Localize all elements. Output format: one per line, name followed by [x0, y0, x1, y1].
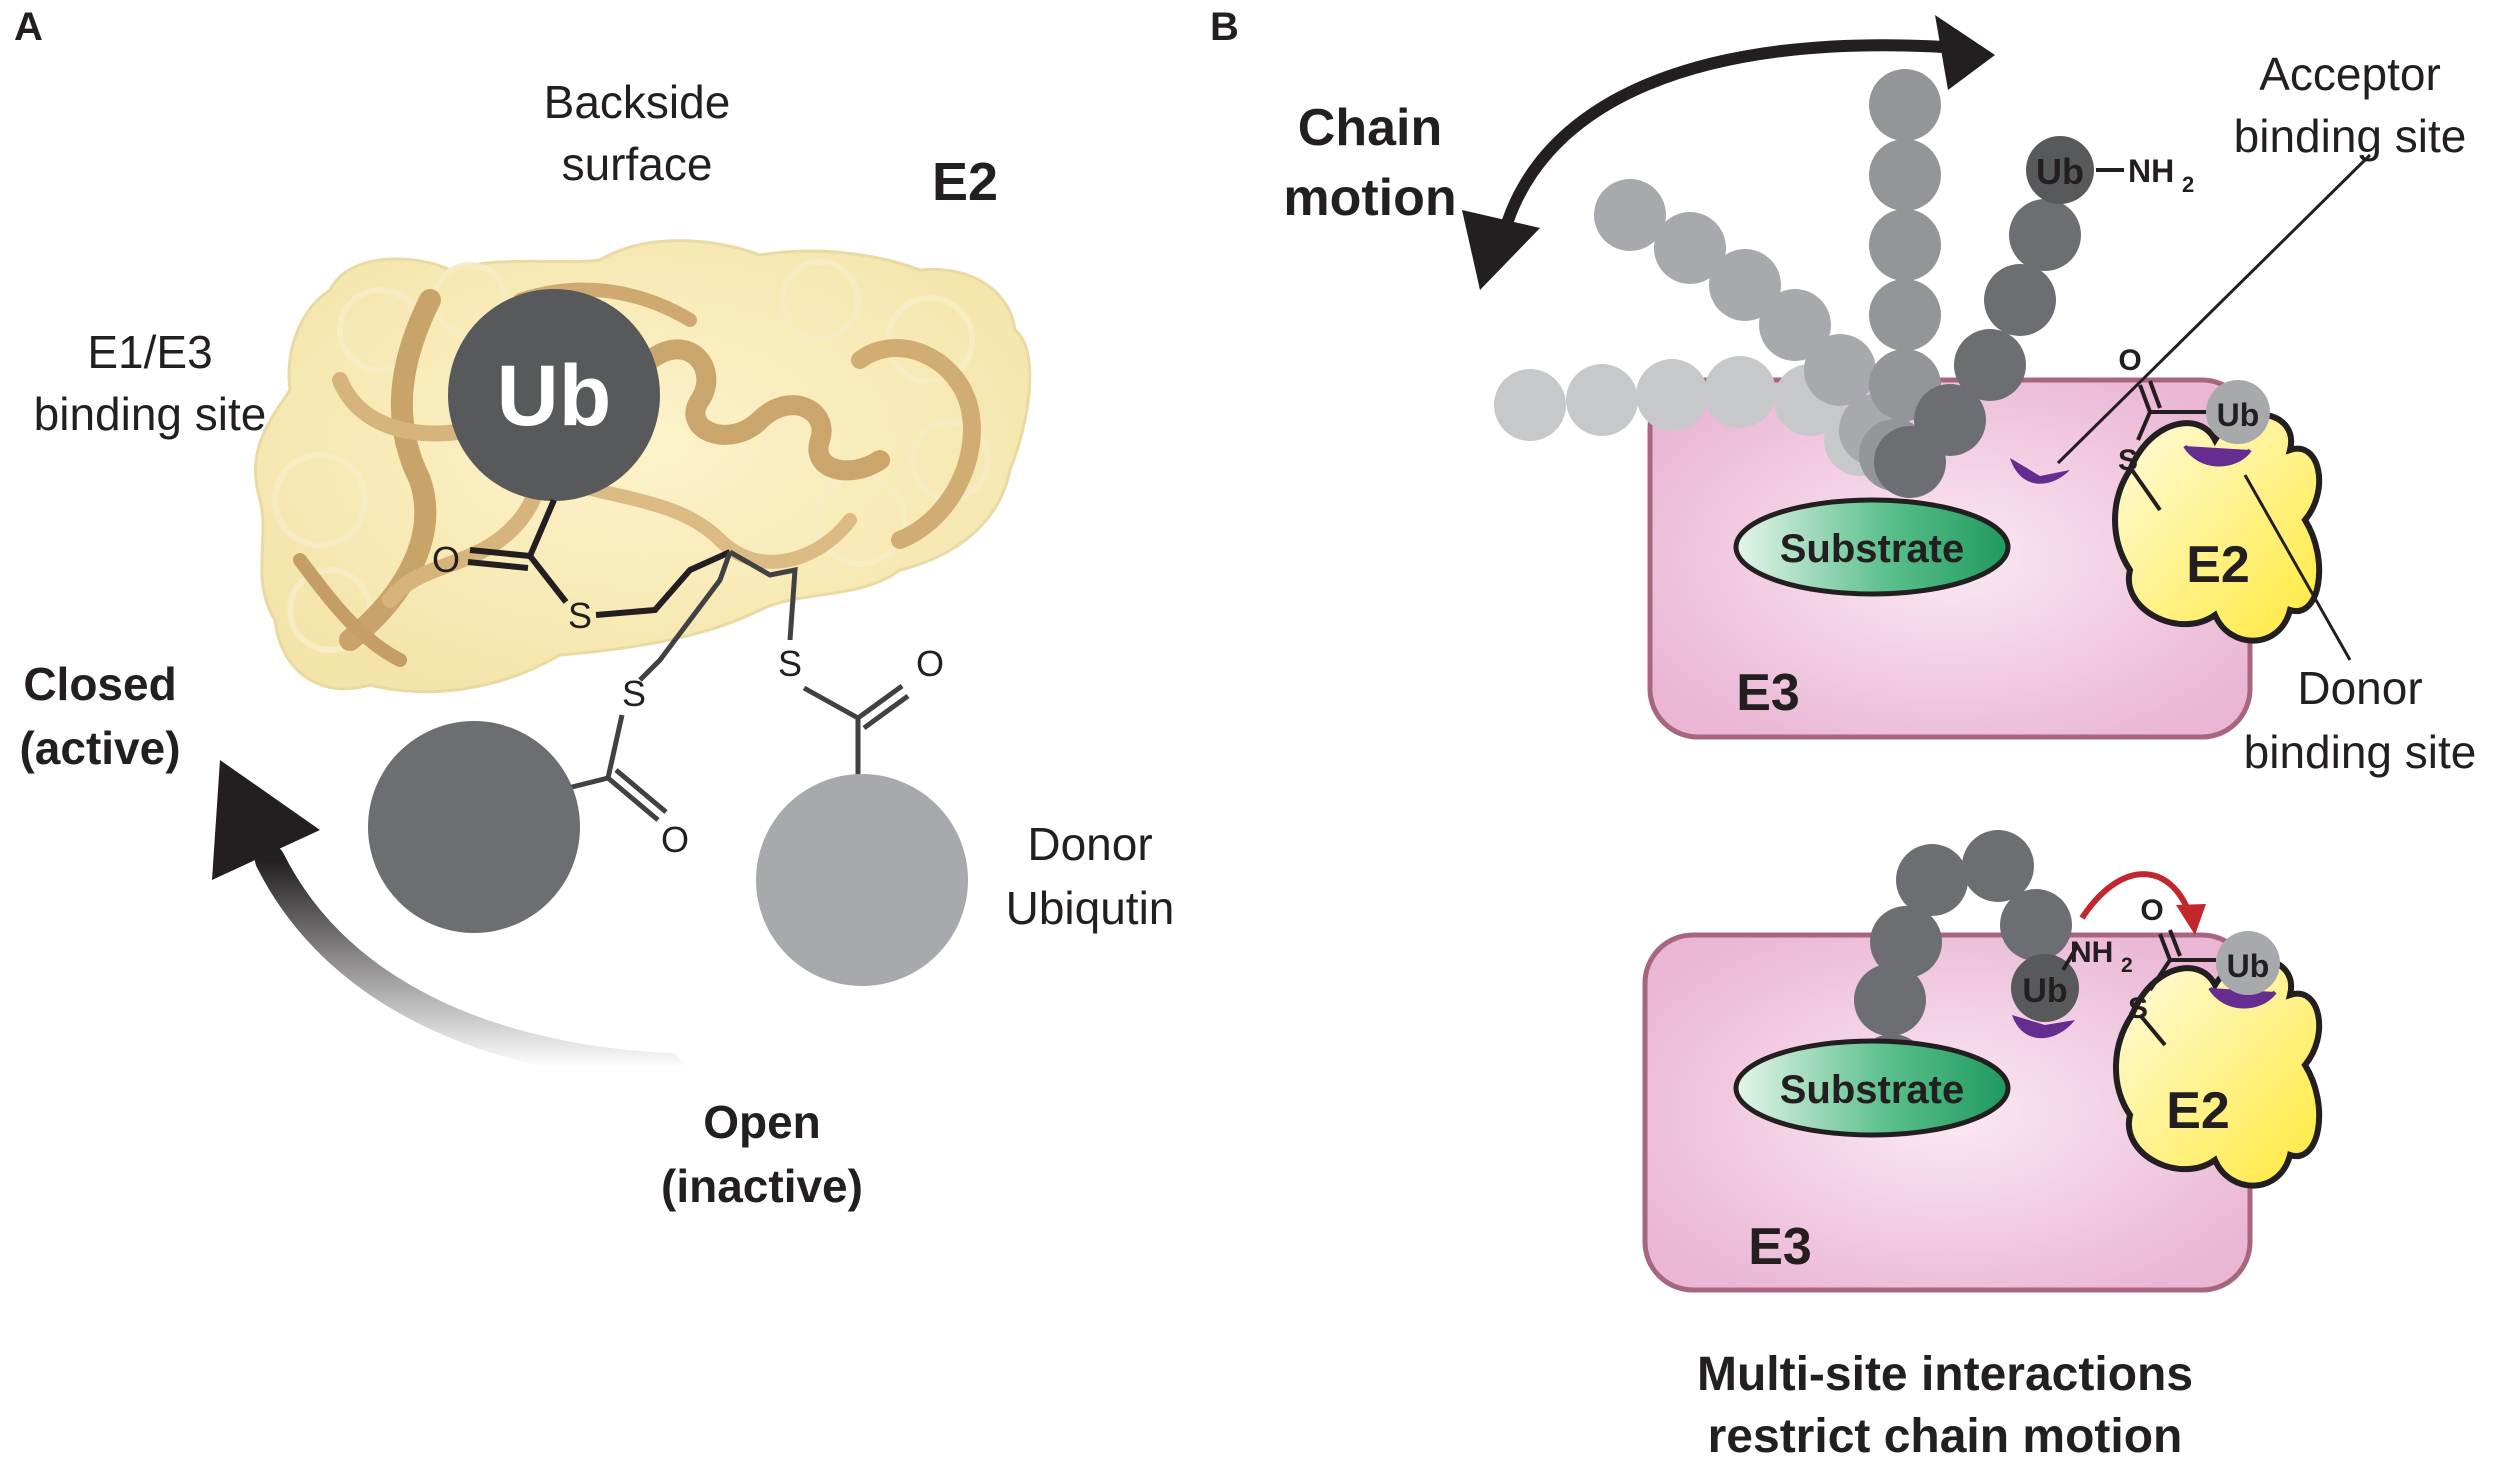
acceptor-amine-bond-bottom [2061, 943, 2080, 972]
ub-chain-dark [1874, 199, 2081, 498]
e2-sulfur-bottom: S [2128, 992, 2148, 1025]
svg-text:Donor: Donor [1027, 818, 1152, 870]
acceptor-ub-bottom-label: Ub [2022, 972, 2067, 1010]
chain-motion-arrow-head-right [1935, 15, 1995, 90]
substrate-top [1733, 497, 2011, 597]
open-sulfur-atom-right: S [778, 643, 802, 684]
e2-sulfur-top: S [2118, 444, 2138, 477]
svg-text:Acceptor: Acceptor [2259, 48, 2441, 100]
donor-ub-bottom [2216, 931, 2280, 995]
e2-label-bottom: E2 [2166, 1082, 2230, 1140]
open-ub-dark-circle [368, 721, 580, 933]
open-ub-right-bonds [802, 683, 910, 780]
panel-a-backside-label: Backside surface [544, 76, 731, 190]
e2-thioester-top [2130, 380, 2206, 512]
svg-text:2: 2 [2121, 954, 2133, 977]
substrate-top-label: Substrate [1780, 527, 1965, 571]
svg-text:(inactive): (inactive) [661, 1160, 863, 1212]
svg-text:motion: motion [1283, 169, 1456, 227]
ub-closed-label: Ub [497, 348, 612, 444]
e3-label-top: E3 [1736, 664, 1800, 722]
panel-b-label: B [1210, 5, 1239, 49]
svg-text:Open: Open [703, 1096, 821, 1148]
svg-text:restrict chain motion: restrict chain motion [1708, 1410, 2183, 1459]
substrate-bottom [1733, 1038, 2011, 1138]
acceptor-amine-bottom: NH 2 [2070, 936, 2133, 977]
panel-a-e1e3-site-label: E1/E3 binding site [34, 326, 267, 440]
acceptor-site-leader-line [2056, 153, 2372, 465]
svg-text:binding site: binding site [2234, 110, 2467, 162]
svg-text:Multi-site interactions: Multi-site interactions [1697, 1348, 2193, 1401]
closed-sulfur-atom: S [568, 595, 592, 636]
acceptor-amine-top: NH 2 [2128, 153, 2194, 197]
cysteine-linkers [638, 549, 798, 682]
acceptor-ub-bottom [2011, 954, 2079, 1022]
acceptor-ub-top [2026, 136, 2094, 204]
svg-text:Ubiqutin: Ubiqutin [1006, 882, 1175, 934]
svg-text:NH: NH [2070, 936, 2113, 969]
chain-motion-label: Chain motion [1283, 99, 1456, 227]
donor-site-leader-line [2243, 474, 2352, 661]
donor-ub-bottom-label: Ub [2227, 948, 2270, 984]
open-state-label: Open (inactive) [661, 1096, 863, 1212]
svg-text:E1/E3: E1/E3 [87, 326, 212, 378]
svg-text:binding site: binding site [2244, 726, 2477, 778]
e2-oxygen-bottom: O [2140, 894, 2163, 927]
chain-motion-arrow-shaft [1494, 39, 1961, 252]
open-oxygen-atom-right: O [916, 643, 944, 684]
donor-ubiquitin-label: Donor Ubiqutin [1006, 818, 1175, 934]
e3-label-bottom: E3 [1748, 1218, 1812, 1276]
closed-state-label: Closed (active) [19, 658, 180, 774]
ub-closed-circle [448, 289, 660, 501]
acceptor-binding-site-bottom [2012, 1015, 2075, 1039]
svg-text:Donor: Donor [2297, 662, 2422, 714]
donor-ub-light-circle [756, 774, 968, 986]
panel-a-label: A [14, 5, 43, 49]
panel-a-e2-label: E2 [932, 152, 998, 212]
open-to-closed-arrow-shaft [255, 845, 683, 1083]
donor-binding-site-top [2183, 444, 2252, 467]
donor-ub-top [2206, 380, 2270, 444]
svg-text:binding site: binding site [34, 388, 267, 440]
e2-oxygen-top: O [2118, 344, 2141, 377]
svg-text:2: 2 [2182, 172, 2194, 197]
open-sulfur-atom-left: S [622, 673, 646, 714]
svg-text:Chain: Chain [1298, 99, 1442, 157]
donor-ub-top-label: Ub [2217, 397, 2260, 433]
svg-text:NH: NH [2128, 153, 2174, 189]
panel-b-caption: Multi-site interactions restrict chain m… [1697, 1348, 2193, 1459]
open-to-closed-arrow-head [212, 760, 320, 880]
ub-transfer-arrow-shaft [2079, 871, 2193, 920]
svg-text:Closed: Closed [23, 658, 176, 710]
acceptor-binding-site-label: Acceptor binding site [2234, 48, 2467, 162]
open-oxygen-atom-left: O [661, 819, 689, 860]
donor-binding-site-label: Donor binding site [2244, 662, 2477, 778]
svg-text:surface: surface [562, 138, 713, 190]
ub-transfer-arrow-head [2176, 904, 2206, 935]
svg-text:(active): (active) [19, 722, 180, 774]
acceptor-ub-top-label: Ub [2036, 151, 2084, 192]
svg-text:Backside: Backside [544, 76, 731, 128]
closed-oxygen-atom: O [432, 539, 460, 580]
substrate-bottom-label: Substrate [1780, 1068, 1965, 1112]
chain-motion-arrow-head-left [1462, 210, 1540, 290]
e2-thioester-bottom [2138, 929, 2216, 1047]
acceptor-binding-site-top [2010, 458, 2070, 484]
e2-label-top: E2 [2186, 536, 2250, 594]
closed-thioester-bonds [467, 498, 732, 618]
